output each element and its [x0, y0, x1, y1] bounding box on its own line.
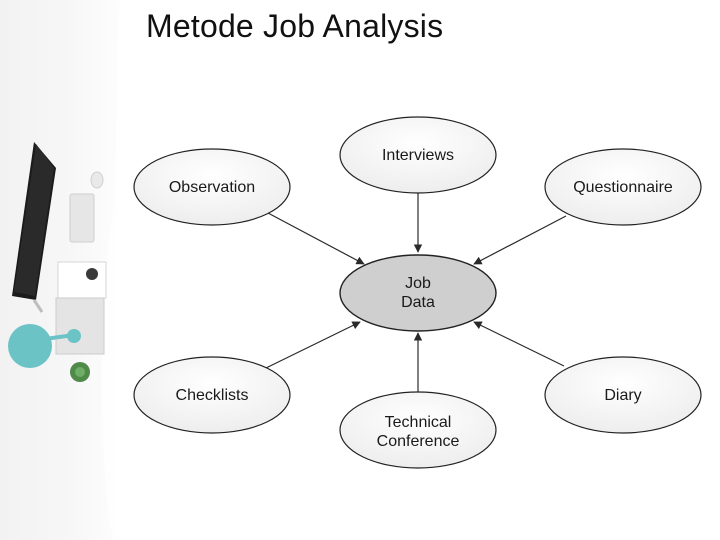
node-job-data: Job Data [339, 254, 497, 332]
arrow-diary [473, 321, 565, 367]
plant-icon [70, 362, 90, 382]
lamp-icon [8, 324, 81, 368]
slide-title: Metode Job Analysis [146, 8, 444, 44]
desk-photo [0, 0, 120, 540]
node-job-data-line2: Data [401, 294, 435, 311]
node-questionnaire: Questionnaire [544, 148, 702, 226]
arrow-observation [267, 212, 365, 265]
node-technical-conference-line2: Conference [377, 433, 460, 450]
node-checklists: Checklists [133, 356, 291, 434]
desk-illustration [8, 0, 120, 540]
node-diary-label: Diary [604, 387, 641, 404]
arrow-questionnaire [473, 215, 567, 265]
notebook-icon [55, 261, 107, 355]
node-observation: Observation [133, 148, 291, 226]
node-technical-conference-line1: Technical [385, 414, 452, 431]
node-job-data-line1: Job [405, 275, 431, 292]
keyboard-icon [69, 193, 95, 243]
node-diary: Diary [544, 356, 702, 434]
monitor-icon [12, 142, 56, 313]
node-checklists-label: Checklists [176, 387, 249, 404]
mouse-icon [90, 171, 104, 189]
node-interviews-label: Interviews [382, 147, 454, 164]
node-questionnaire-label: Questionnaire [573, 179, 673, 196]
node-interviews: Interviews [339, 116, 497, 194]
arrow-checklists [265, 321, 361, 369]
node-observation-label: Observation [169, 179, 255, 196]
node-technical-conference: Technical Conference [339, 391, 497, 469]
